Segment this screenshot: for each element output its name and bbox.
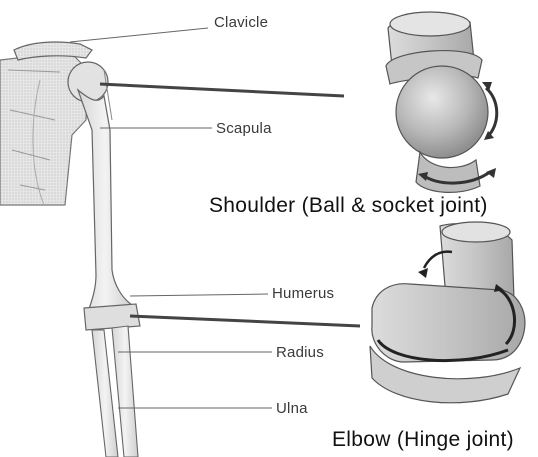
- label-ulna: Ulna: [276, 400, 308, 417]
- hinge-joint-model: [370, 222, 525, 403]
- label-clavicle: Clavicle: [214, 14, 268, 31]
- label-humerus: Humerus: [272, 285, 334, 302]
- caption-elbow: Elbow (Hinge joint): [332, 428, 514, 452]
- label-radius: Radius: [276, 344, 324, 361]
- forearm-bones: [92, 326, 138, 457]
- ball-socket-joint-model: [386, 12, 497, 192]
- caption-shoulder: Shoulder (Ball & socket joint): [209, 194, 488, 218]
- label-scapula: Scapula: [216, 120, 272, 137]
